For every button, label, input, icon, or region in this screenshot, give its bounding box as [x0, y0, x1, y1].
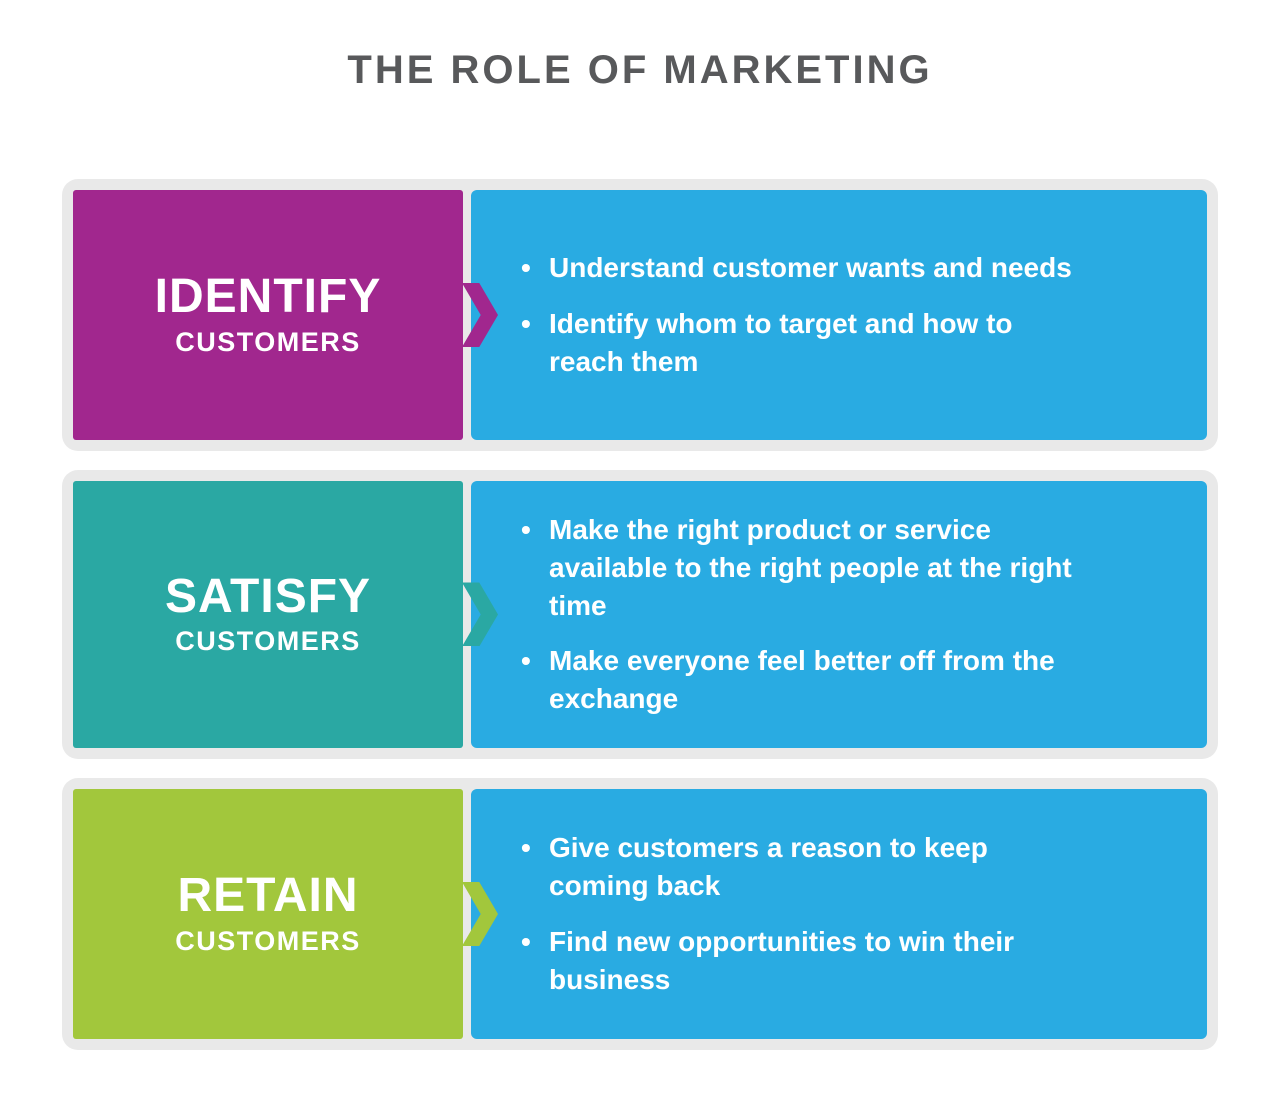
- keyword-label: CUSTOMERS: [175, 925, 361, 956]
- bullet-marker-icon: •: [521, 832, 531, 864]
- retain-keyword-box: RETAIN CUSTOMERS: [73, 788, 498, 1039]
- bullet-item: • Give customers a reason to keep coming…: [521, 829, 1089, 905]
- row-inner: IDENTIFY CUSTOMERS • Understand customer…: [73, 190, 1207, 440]
- bullet-text: Give customers a reason to keep coming b…: [549, 832, 988, 902]
- row-satisfy-customers: SATISFY CUSTOMERS • Make the right produ…: [62, 470, 1218, 759]
- identify-bullet-panel: • Understand customer wants and needs • …: [471, 190, 1207, 440]
- retain-bullet-panel: • Give customers a reason to keep coming…: [471, 788, 1207, 1039]
- bullet-list: • Understand customer wants and needs • …: [521, 249, 1089, 380]
- keyword-text: IDENTIFY: [154, 270, 382, 324]
- keyword-text: RETAIN: [177, 869, 359, 923]
- bullet-marker-icon: •: [521, 925, 531, 957]
- bullet-text: Identify whom to target and how to reach…: [549, 308, 1013, 377]
- bullet-text: Make everyone feel better off from the e…: [549, 645, 1055, 715]
- bullet-marker-icon: •: [521, 645, 531, 677]
- bullet-marker-icon: •: [521, 308, 531, 340]
- bullet-text: Understand customer wants and needs: [549, 252, 1072, 284]
- rows-container: IDENTIFY CUSTOMERS • Understand customer…: [62, 179, 1218, 1050]
- bullet-list: • Make the right product or service avai…: [521, 511, 1089, 718]
- row-inner: SATISFY CUSTOMERS • Make the right produ…: [73, 481, 1207, 748]
- keyword-text: SATISFY: [164, 569, 372, 623]
- bullet-text: Find new opportunities to win their busi…: [549, 925, 1015, 995]
- identify-keyword-box: IDENTIFY CUSTOMERS: [73, 190, 498, 440]
- bullet-item: • Make everyone feel better off from the…: [521, 642, 1089, 718]
- bullet-list: • Give customers a reason to keep coming…: [521, 829, 1089, 998]
- keyword-label: CUSTOMERS: [175, 626, 361, 657]
- bullet-marker-icon: •: [521, 252, 531, 284]
- bullet-item: • Find new opportunities to win their bu…: [521, 923, 1089, 999]
- satisfy-keyword-box: SATISFY CUSTOMERS: [73, 481, 498, 748]
- bullet-marker-icon: •: [521, 514, 531, 545]
- bullet-item: • Identify whom to target and how to rea…: [521, 305, 1089, 381]
- page-title: THE ROLE OF MARKETING: [347, 48, 933, 92]
- bullet-text: Make the right product or service availa…: [549, 514, 1072, 621]
- row-identify-customers: IDENTIFY CUSTOMERS • Understand customer…: [62, 179, 1218, 451]
- row-inner: RETAIN CUSTOMERS • Give customers a reas…: [73, 788, 1207, 1039]
- bullet-item: • Make the right product or service avai…: [521, 511, 1089, 624]
- satisfy-bullet-panel: • Make the right product or service avai…: [471, 481, 1207, 748]
- bullet-item: • Understand customer wants and needs: [521, 249, 1089, 287]
- row-retain-customers: RETAIN CUSTOMERS • Give customers a reas…: [62, 777, 1218, 1050]
- keyword-label: CUSTOMERS: [175, 326, 361, 357]
